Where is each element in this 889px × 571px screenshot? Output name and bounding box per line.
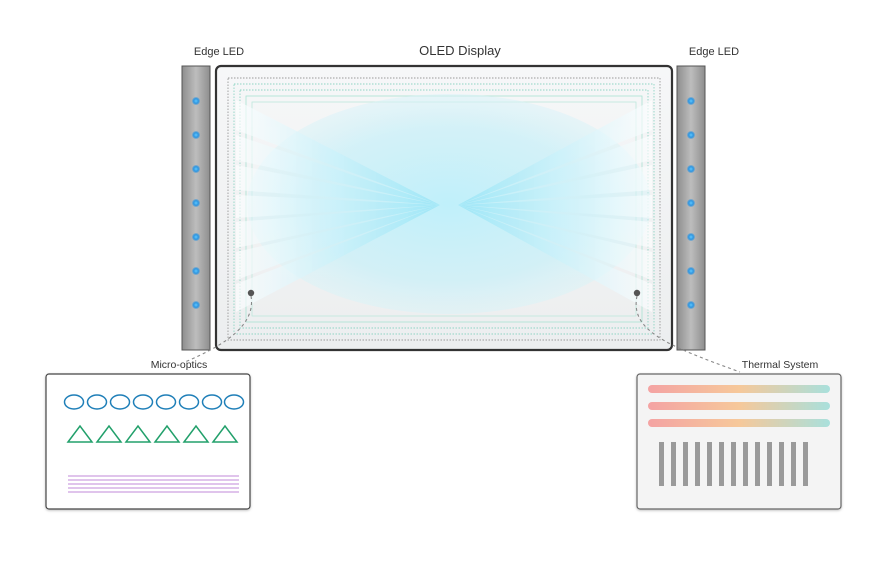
prism-triangle-icon [95, 424, 123, 443]
lens-ellipse-icon [201, 394, 223, 410]
led-dot-icon [192, 199, 200, 207]
lens-ellipse-icon [155, 394, 177, 410]
led-dot-icon [192, 233, 200, 241]
led-dot-icon [687, 301, 695, 309]
led-dot-icon [192, 267, 200, 275]
heat-pipe [648, 402, 830, 410]
prism-triangle-icon [153, 424, 181, 443]
edge-led-left-label: Edge LED [194, 46, 244, 58]
callout-connector-right [635, 295, 741, 373]
layer-outline [233, 83, 655, 335]
led-dot-icon [687, 267, 695, 275]
led-dot-icon [687, 199, 695, 207]
edge-led-right-label: Edge LED [689, 46, 739, 58]
grating-lines [68, 475, 239, 493]
led-dot-icon [192, 165, 200, 173]
layer-outline [227, 77, 661, 341]
oled-display-panel [214, 64, 674, 352]
lens-ellipse-icon [86, 394, 108, 410]
prism-triangle-icon [124, 424, 152, 443]
lens-ellipse-icon [132, 394, 154, 410]
led-dot-icon [687, 97, 695, 105]
callout-connector-left [184, 295, 253, 363]
lens-ellipse-icon [178, 394, 200, 410]
led-dot-icon [192, 301, 200, 309]
led-dot-icon [192, 131, 200, 139]
micro-optics-panel [45, 373, 251, 510]
edge-led-strip-right [676, 65, 706, 351]
prism-array [66, 424, 239, 443]
lens-ellipse-icon [223, 394, 245, 410]
prism-triangle-icon [66, 424, 94, 443]
micro-optics-label: Micro-optics [151, 359, 208, 371]
heat-pipe [648, 385, 830, 393]
light-beams-right [458, 100, 652, 312]
lens-array [63, 394, 245, 410]
led-dot-icon [687, 131, 695, 139]
prism-triangle-icon [211, 424, 239, 443]
led-dot-icon [687, 233, 695, 241]
heat-pipe [648, 419, 830, 427]
led-dot-icon [687, 165, 695, 173]
display-title: OLED Display [419, 43, 501, 58]
callout-anchor-left [247, 289, 255, 297]
led-dot-icon [192, 97, 200, 105]
heat-sink-fins [659, 442, 808, 486]
heat-pipes [648, 385, 830, 427]
light-beams-left [236, 100, 440, 312]
callout-anchor-right [633, 289, 641, 297]
prism-triangle-icon [182, 424, 210, 443]
thermal-system-panel [636, 373, 842, 510]
thermal-system-label: Thermal System [742, 359, 819, 371]
lens-ellipse-icon [109, 394, 131, 410]
edge-led-strip-left [181, 65, 211, 351]
light-diffusion-glow [247, 94, 651, 314]
lens-ellipse-icon [63, 394, 85, 410]
